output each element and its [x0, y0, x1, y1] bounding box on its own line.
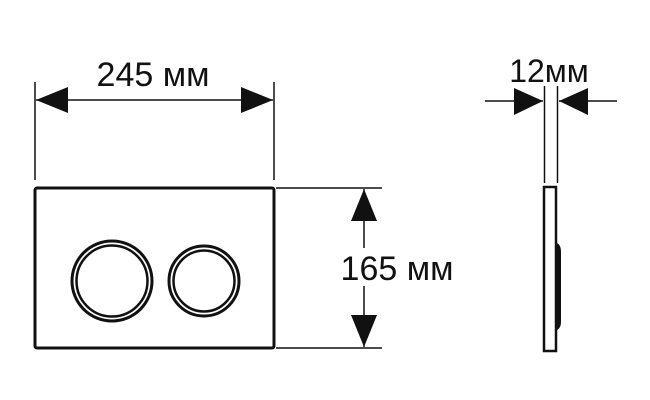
- height-dimension: 165 мм: [276, 187, 468, 349]
- height-label: 165 мм: [341, 250, 454, 288]
- width-dimension: 245 мм: [34, 56, 275, 180]
- button-profile: [557, 243, 561, 330]
- arrow-left-icon: [559, 88, 588, 115]
- front-view: [33, 186, 276, 350]
- width-label: 245 мм: [97, 56, 210, 94]
- large-flush-button: [70, 239, 154, 323]
- arrow-up-icon: [351, 189, 377, 221]
- depth-label: 12мм: [509, 53, 589, 89]
- arrow-left-icon: [36, 87, 68, 113]
- small-flush-button: [167, 244, 241, 318]
- arrow-right-icon: [241, 87, 273, 113]
- plate-outline: [33, 186, 276, 350]
- arrow-down-icon: [351, 315, 377, 347]
- arrow-right-icon: [514, 88, 543, 115]
- side-profile: [542, 185, 558, 353]
- depth-dimension: 12мм: [485, 53, 617, 183]
- side-view: [542, 185, 561, 353]
